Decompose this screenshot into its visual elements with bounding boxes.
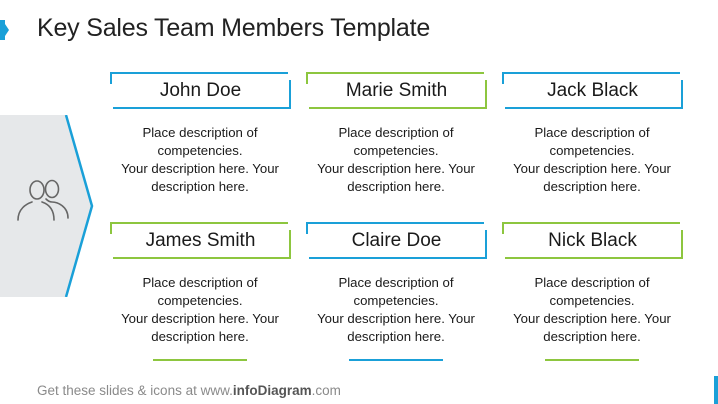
member-name: Nick Black xyxy=(548,229,637,251)
description-line: Your description here. Your xyxy=(317,161,475,176)
description-line: Place description of xyxy=(338,275,454,290)
member-name: John Doe xyxy=(159,79,242,101)
description-line: competencies. xyxy=(353,293,439,308)
description-line: description here. xyxy=(151,329,249,344)
description-line: Your description here. Your xyxy=(513,161,671,176)
member-name: Jack Black xyxy=(547,79,638,101)
description-line: description here. xyxy=(151,179,249,194)
member-card[interactable]: Marie Smith xyxy=(305,71,488,112)
description-line: description here. xyxy=(543,179,641,194)
member-description: Place description of competencies. Your de… xyxy=(497,274,687,346)
description-line: Place description of xyxy=(338,125,454,140)
accent-underline xyxy=(153,359,247,361)
member-description: Place description of competencies. Your de… xyxy=(105,274,295,346)
description-line: Place description of xyxy=(534,125,650,140)
title-accent xyxy=(0,20,9,40)
description-line: competencies. xyxy=(549,293,635,308)
description-line: description here. xyxy=(543,329,641,344)
description-line: competencies. xyxy=(157,143,243,158)
side-panel xyxy=(0,115,94,297)
page-title: Key Sales Team Members Template xyxy=(37,14,431,42)
member-card[interactable]: Jack Black xyxy=(501,71,684,112)
member-description: Place description of competencies. Your de… xyxy=(497,124,687,196)
description-line: Your description here. Your xyxy=(513,311,671,326)
corner-mark xyxy=(714,376,718,404)
footer: Get these slides & icons at www.infoDiag… xyxy=(37,383,341,398)
accent-underline xyxy=(349,359,443,361)
member-name: James Smith xyxy=(145,229,256,251)
description-line: Place description of xyxy=(142,275,258,290)
member-card[interactable]: Claire Doe xyxy=(305,221,488,262)
description-line: competencies. xyxy=(549,143,635,158)
description-line: competencies. xyxy=(157,293,243,308)
description-line: Your description here. Your xyxy=(121,311,279,326)
member-name: Marie Smith xyxy=(345,79,448,101)
description-line: Your description here. Your xyxy=(317,311,475,326)
member-card[interactable]: Nick Black xyxy=(501,221,684,262)
member-description: Place description of competencies. Your de… xyxy=(301,274,491,346)
people-icon xyxy=(17,179,69,221)
description-line: Place description of xyxy=(142,125,258,140)
footer-brand[interactable]: infoDiagram xyxy=(232,383,312,398)
description-line: Your description here. Your xyxy=(121,161,279,176)
description-line: description here. xyxy=(347,179,445,194)
description-line: description here. xyxy=(347,329,445,344)
member-card[interactable]: John Doe xyxy=(109,71,292,112)
footer-suffix: .com xyxy=(311,383,341,398)
member-card[interactable]: James Smith xyxy=(109,221,292,262)
description-line: competencies. xyxy=(353,143,439,158)
description-line: Place description of xyxy=(534,275,650,290)
accent-underline xyxy=(545,359,639,361)
member-description: Place description of competencies. Your de… xyxy=(105,124,295,196)
footer-prefix: Get these slides & icons at www. xyxy=(37,383,233,398)
member-name: Claire Doe xyxy=(351,229,442,251)
member-description: Place description of competencies. Your de… xyxy=(301,124,491,196)
